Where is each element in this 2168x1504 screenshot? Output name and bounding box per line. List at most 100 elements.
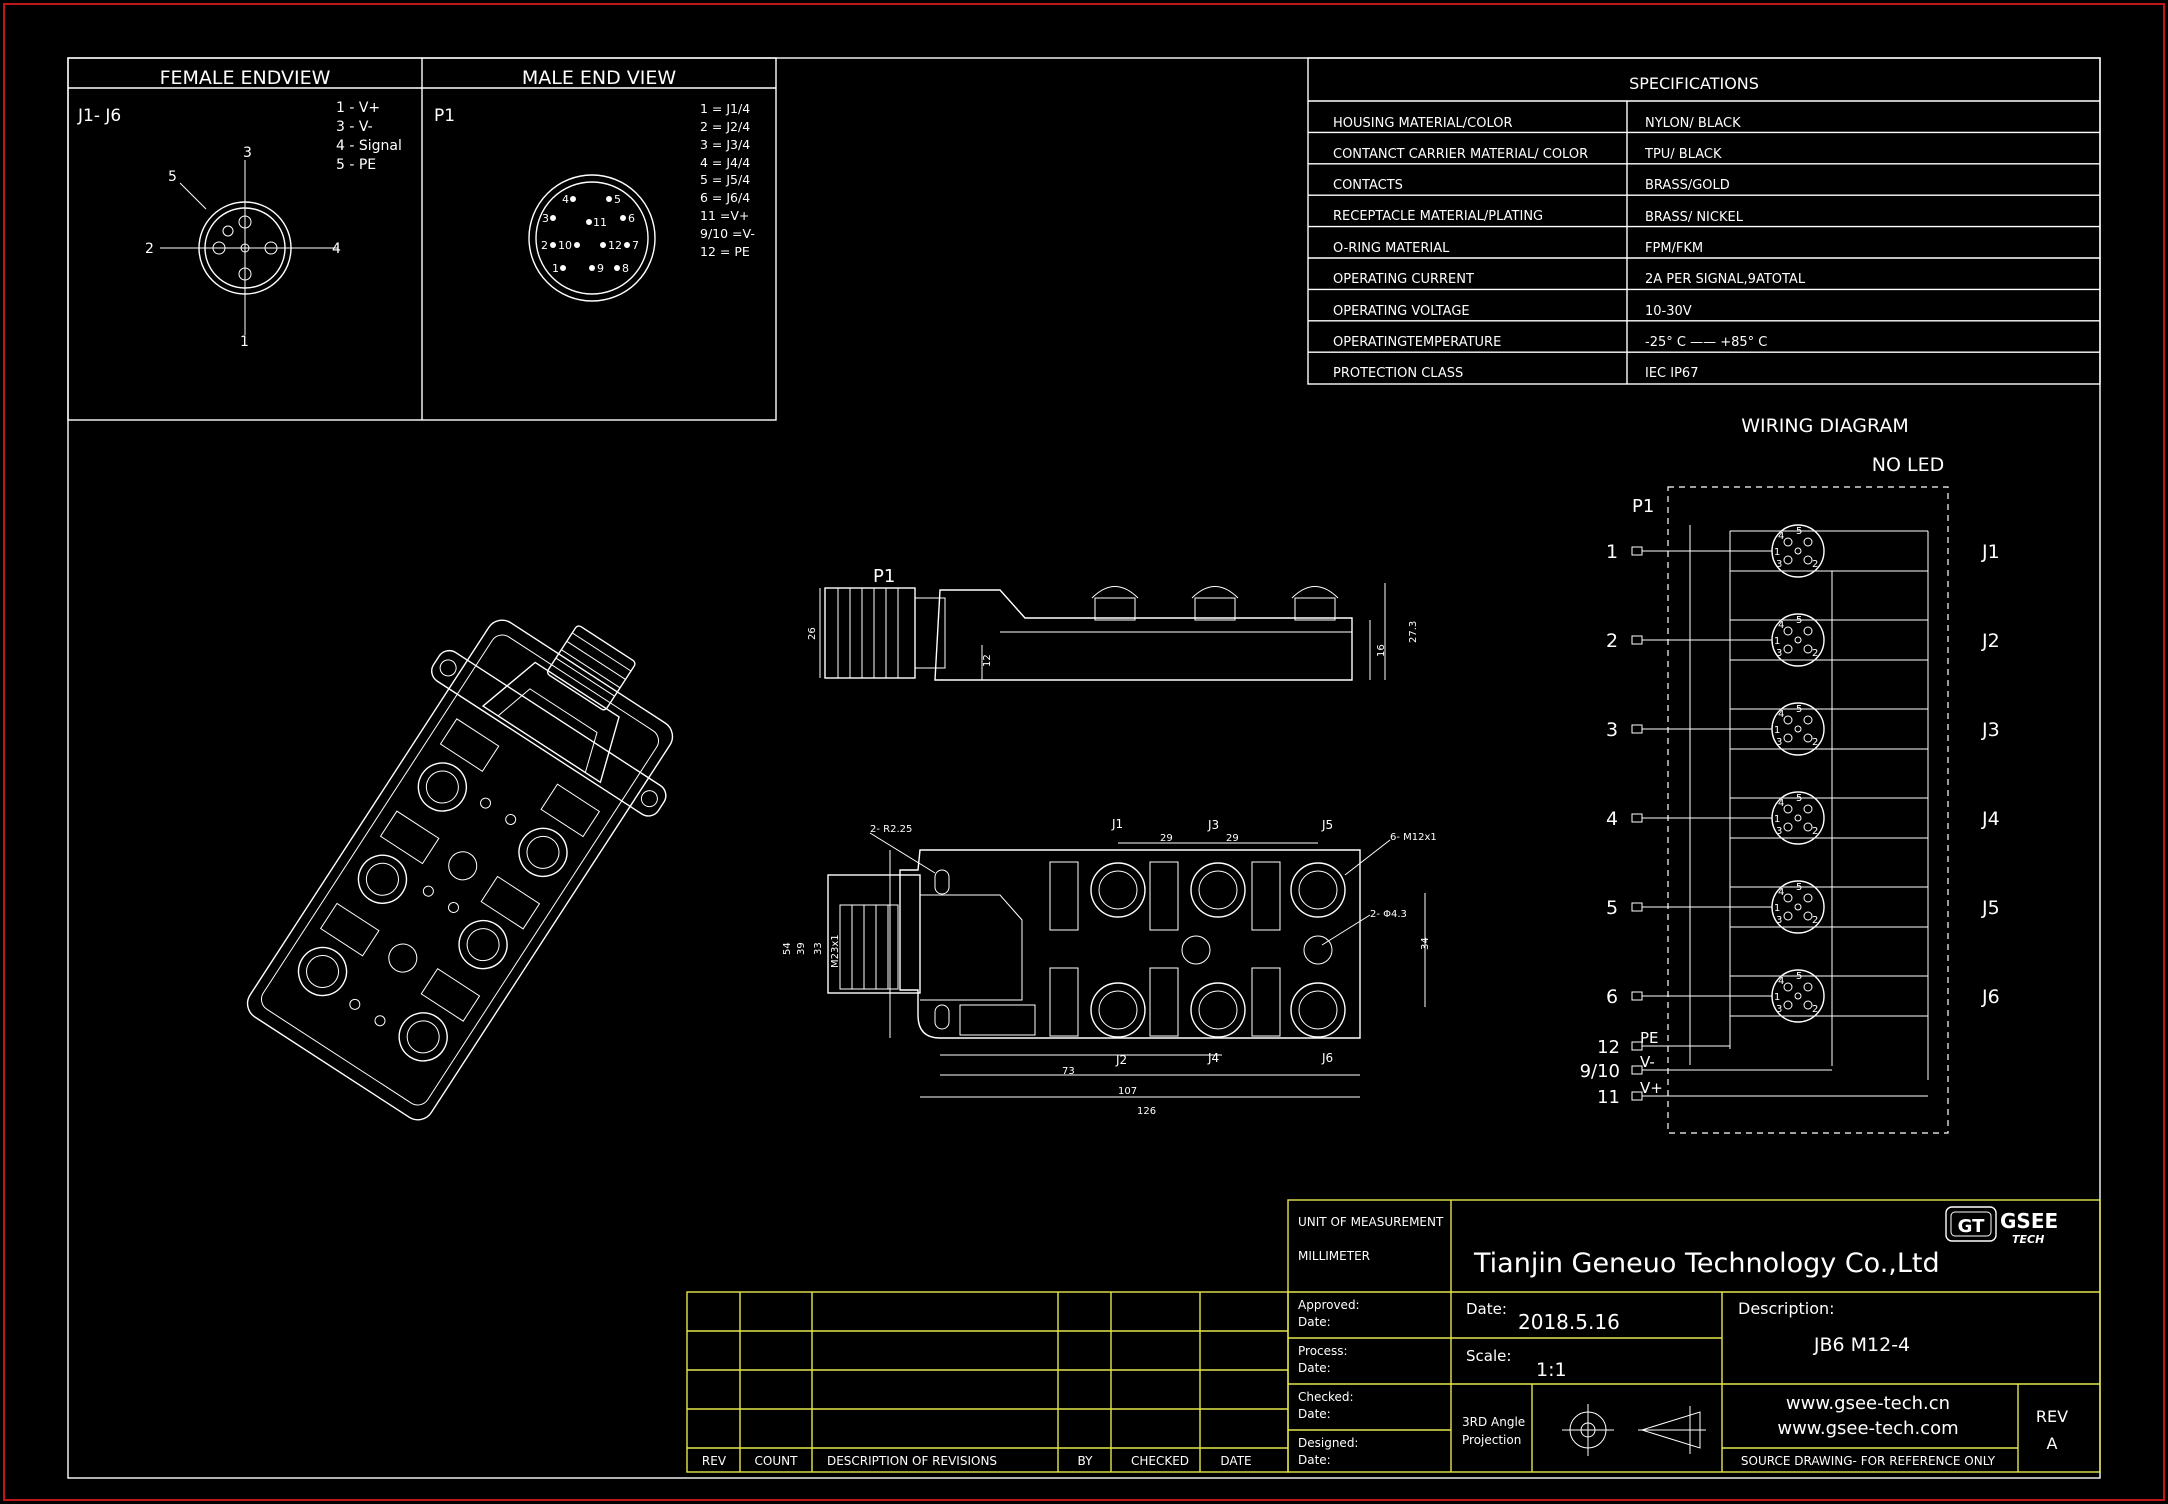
dim-107: 107 [1118, 1086, 1137, 1097]
spec-value-6: 2A PER SIGNAL,9ATOTAL [1645, 272, 1806, 287]
spec-label-8: OPERATINGTEMPERATURE [1333, 335, 1501, 350]
process-label: Process: [1298, 1344, 1348, 1358]
wiring-jack-label: J6 [1981, 986, 2000, 1008]
jack-pin [1783, 537, 1793, 547]
rev-header-count: COUNT [755, 1454, 799, 1468]
power-pin-number: 12 [1597, 1037, 1620, 1058]
spec-label-2: CONTANCT CARRIER MATERIAL/ COLOR [1333, 147, 1588, 162]
process-date-label: Date: [1298, 1361, 1331, 1375]
male-pinout-4: 4 = J4/4 [700, 155, 750, 170]
company-name: Tianjin Geneuo Technology Co.,Ltd [1473, 1248, 1940, 1279]
jack-pin [1794, 903, 1802, 911]
rev-header-by: BY [1078, 1454, 1094, 1468]
female-pin-5: 5 [168, 169, 177, 185]
pin-terminal [1631, 813, 1643, 823]
wiring-enclosure [1667, 486, 1949, 1134]
spec-label-9: PROTECTION CLASS [1333, 366, 1463, 381]
female-pin-3: 3 [243, 145, 252, 161]
jack-pin-number: 4 [1778, 976, 1784, 987]
spec-label-7: OPERATING VOLTAGE [1333, 304, 1470, 319]
outer-border [3, 3, 2165, 1501]
wiring-jack-label: J5 [1981, 897, 2000, 919]
power-pin-number: 11 [1597, 1087, 1620, 1108]
bottom-jack-j2: J2 [1115, 1053, 1127, 1067]
side-dim-27-3: 27.3 [1408, 621, 1419, 643]
power-pin-number: 9/10 [1580, 1061, 1620, 1082]
jack-pin-number: 2 [1812, 826, 1818, 837]
dim-73: 73 [1062, 1066, 1075, 1077]
scale-label: Scale: [1466, 1347, 1511, 1365]
dim-29-a: 29 [1160, 833, 1173, 844]
male-pinout-2: 2 = J2/4 [700, 119, 750, 134]
jack-pin-number: 1 [1774, 547, 1780, 558]
pin-terminal [1631, 546, 1643, 556]
jack-connector-icon [1771, 613, 1825, 667]
power-pin-name: V+ [1640, 1079, 1663, 1097]
jack-pin [1783, 1000, 1793, 1010]
jack-pin [1783, 982, 1793, 992]
unit-value: MILLIMETER [1298, 1249, 1370, 1263]
jack-pin-number: 4 [1778, 798, 1784, 809]
jack-pin-number: 2 [1812, 559, 1818, 570]
pin-terminal [1631, 902, 1643, 912]
spec-value-9: IEC IP67 [1645, 366, 1698, 381]
wiring-jack-label: J3 [1981, 719, 2000, 741]
side-dim-16: 16 [1376, 644, 1387, 657]
jack-pin-number: 5 [1796, 704, 1802, 715]
male-pinout-8: 9/10 =V- [700, 226, 755, 241]
jack-pin [1783, 715, 1793, 725]
approved-label: Approved: [1298, 1298, 1360, 1312]
spec-value-5: FPM/FKM [1645, 241, 1703, 256]
approved-date-label: Date: [1298, 1315, 1331, 1329]
jack-pin [1783, 893, 1793, 903]
date-label: Date: [1466, 1300, 1507, 1318]
jack-pin [1803, 911, 1813, 921]
spec-value-3: BRASS/GOLD [1645, 178, 1730, 193]
male-pin-11: 11 [593, 216, 607, 229]
dim-39: 39 [796, 942, 807, 955]
wiring-pin-number: 5 [1606, 897, 1618, 919]
dim-34: 34 [1420, 937, 1431, 950]
top-jack-j3: J3 [1207, 818, 1219, 832]
callout-phi-4-3: 2- Φ4.3 [1370, 909, 1407, 920]
jack-pin [1794, 547, 1802, 555]
female-pin-4: 4 [332, 241, 341, 257]
dim-126: 126 [1137, 1106, 1156, 1117]
jack-pin [1803, 822, 1813, 832]
female-pinout-3: 4 - Signal [336, 138, 402, 154]
male-pinout-list: 1 = J1/4 2 = J2/4 3 = J3/4 4 = J4/4 5 = … [700, 101, 755, 259]
isometric-view [246, 619, 674, 1121]
gsee-logo: GT GSEE TECH [1945, 1206, 2058, 1246]
jack-pin-number: 2 [1812, 915, 1818, 926]
jack-pin [1794, 725, 1802, 733]
female-pinout-1: 1 - V+ [336, 100, 380, 116]
wiring-jack-label: J4 [1981, 808, 2000, 830]
end-view-panel: FEMALE ENDVIEW MALE END VIEW J1- J6 1 - … [67, 57, 777, 421]
jack-pin-number: 1 [1774, 992, 1780, 1003]
power-pin-name: V- [1640, 1053, 1655, 1071]
jack-pin [1794, 636, 1802, 644]
top-jack-j1: J1 [1111, 817, 1123, 831]
jack-pin-number: 3 [1776, 737, 1782, 748]
jack-pin [1803, 555, 1813, 565]
male-connector-face [528, 174, 656, 302]
spec-value-1: NYLON/ BLACK [1645, 116, 1741, 131]
jack-pin-number: 3 [1776, 559, 1782, 570]
jack-pin-number: 5 [1796, 882, 1802, 893]
checked-date-label: Date: [1298, 1407, 1331, 1421]
jack-pin [1803, 893, 1813, 903]
wiring-jack-label: J1 [1981, 541, 2000, 563]
male-pin-12: 12 [608, 239, 622, 252]
male-pinout-7: 11 =V+ [700, 208, 749, 223]
spec-value-7: 10-30V [1645, 304, 1692, 319]
projection-line-1: 3RD Angle [1462, 1415, 1525, 1429]
rev-value: A [2047, 1434, 2058, 1453]
jack-pin [1803, 537, 1813, 547]
rev-label: REV [2036, 1407, 2068, 1426]
wiring-pin-number: 6 [1606, 986, 1618, 1008]
female-pin-2: 2 [145, 241, 154, 257]
jack-pin [1783, 911, 1793, 921]
spec-value-2: TPU/ BLACK [1644, 147, 1722, 162]
female-label: J1- J6 [77, 106, 121, 126]
